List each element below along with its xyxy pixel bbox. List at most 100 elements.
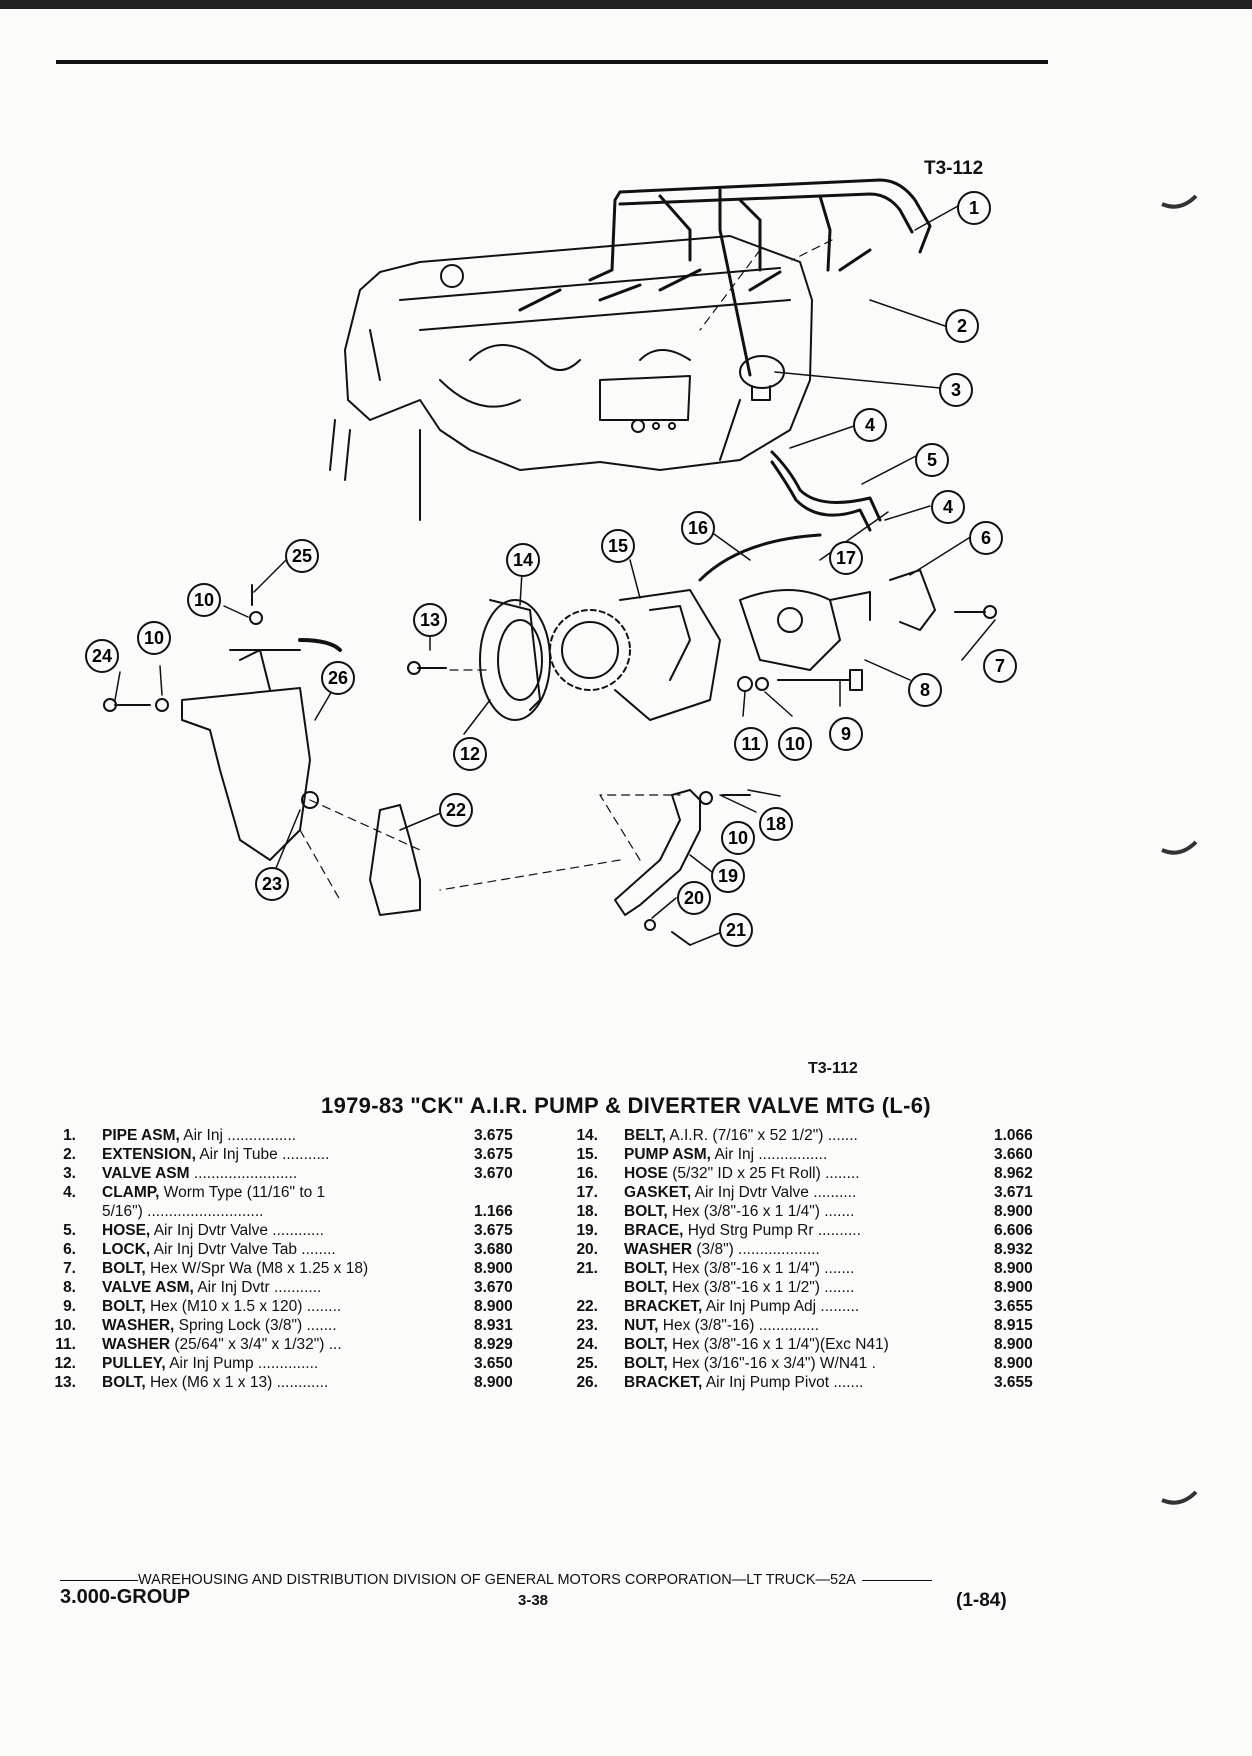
part-number: 5. bbox=[63, 1222, 76, 1239]
leader-dots: ....... bbox=[824, 1203, 855, 1220]
hose-small bbox=[698, 533, 822, 582]
part-name: BRACKET, bbox=[624, 1298, 703, 1315]
washers bbox=[155, 611, 769, 931]
callout-24: 24 bbox=[85, 639, 119, 673]
group-number: 8.900 bbox=[994, 1355, 1033, 1372]
svg-text:17: 17 bbox=[836, 548, 856, 568]
part-row: 24. BOLT, Hex (3/8"-16 x 1 1/4")(Exc N41)… bbox=[570, 1335, 1032, 1354]
leader-dots: ....... bbox=[824, 1260, 855, 1277]
part-description: NUT, Hex (3/8"-16) .............. bbox=[624, 1316, 986, 1335]
callout-7: 7 bbox=[983, 649, 1017, 683]
callout-16: 16 bbox=[681, 511, 715, 545]
svg-text:16: 16 bbox=[688, 518, 708, 538]
part-number: 18. bbox=[576, 1203, 598, 1220]
part-detail: (5/32" ID x 25 Ft Roll) bbox=[672, 1165, 821, 1182]
part-description: WASHER, Spring Lock (3/8") ....... bbox=[102, 1316, 476, 1335]
part-number: 24. bbox=[576, 1336, 598, 1353]
leader-dots: ........ bbox=[301, 1241, 336, 1258]
part-detail: Hex (3/8"-16 x 1 1/4")(Exc N41) bbox=[671, 1336, 889, 1353]
svg-text:5: 5 bbox=[927, 450, 937, 470]
leader-dots: .............. bbox=[758, 1317, 820, 1334]
part-number: 9. bbox=[63, 1298, 76, 1315]
part-row: 8.VALVE ASM, Air Inj Dvtr ...........3.6… bbox=[48, 1278, 548, 1297]
figure-code-top: T3-112 bbox=[924, 158, 984, 179]
leader-lines bbox=[114, 205, 996, 946]
group-number: 8.900 bbox=[474, 1374, 513, 1391]
part-row: 25.BOLT, Hex (3/16"-16 x 3/4") W/N41 .8.… bbox=[570, 1354, 1032, 1373]
svg-text:11: 11 bbox=[741, 734, 760, 754]
part-description: EXTENSION, Air Inj Tube ........... bbox=[102, 1145, 476, 1164]
group-number: 8.931 bbox=[474, 1317, 513, 1334]
part-detail: Hex (M10 x 1.5 x 120) bbox=[149, 1298, 303, 1315]
part-number: 3. bbox=[63, 1165, 76, 1182]
part-row: BOLT, Hex (3/8"-16 x 1 1/2") ....... 8.90… bbox=[570, 1278, 1033, 1297]
part-number: 23. bbox=[576, 1317, 598, 1334]
part-detail: Air Inj Pump Adj bbox=[705, 1298, 817, 1315]
part-name: BELT, bbox=[624, 1127, 666, 1144]
hydraulic-brace bbox=[614, 789, 701, 916]
part-number: 26. bbox=[576, 1374, 598, 1391]
part-row: 19.BRACE, Hyd Strg Pump Rr ..........6.6… bbox=[570, 1221, 1032, 1240]
svg-text:6: 6 bbox=[981, 528, 991, 548]
part-name: BOLT, bbox=[624, 1279, 668, 1296]
group-number: 3.660 bbox=[994, 1146, 1033, 1163]
hose bbox=[770, 450, 882, 532]
leader-dots: .............. bbox=[257, 1355, 319, 1372]
part-name: CLAMP, bbox=[102, 1184, 160, 1201]
group-number: 3.670 bbox=[474, 1279, 513, 1296]
exploded-parts-diagram: 1 2 3 4 5 4 6 7 8 9 10 11 12 13 14 15 16… bbox=[85, 178, 1017, 947]
part-row: 20.WASHER (3/8") ...................8.93… bbox=[570, 1240, 1032, 1259]
part-number: 16. bbox=[576, 1165, 598, 1182]
part-description: BRACKET, Air Inj Pump Adj ......... bbox=[624, 1297, 986, 1316]
part-number: 11. bbox=[55, 1336, 76, 1353]
group-number: 6.606 bbox=[994, 1222, 1033, 1239]
part-detail: A.I.R. (7/16" x 52 1/2") bbox=[669, 1127, 824, 1144]
callout-13: 13 bbox=[413, 603, 447, 637]
part-row: 22.BRACKET, Air Inj Pump Adj .........3.… bbox=[570, 1297, 1032, 1316]
group-number: 8.900 bbox=[994, 1279, 1033, 1296]
part-detail: Hex (3/16"-16 x 3/4") W/N41 bbox=[671, 1355, 868, 1372]
part-description: BOLT, Hex (M10 x 1.5 x 120) ........ bbox=[102, 1297, 476, 1316]
part-name: PULLEY, bbox=[102, 1355, 166, 1372]
part-description: HOSE (5/32" ID x 25 Ft Roll) ........ bbox=[624, 1164, 986, 1183]
svg-text:24: 24 bbox=[92, 646, 112, 666]
part-row: 26.BRACKET, Air Inj Pump Pivot .......3.… bbox=[570, 1373, 1032, 1392]
part-description: BOLT, Hex (3/8"-16 x 1 1/4")(Exc N41) bbox=[624, 1335, 986, 1354]
part-name: LOCK, bbox=[102, 1241, 151, 1258]
part-description: BOLT, Hex (3/16"-16 x 3/4") W/N41 . bbox=[624, 1354, 986, 1373]
parts-list-right: 14.BELT, A.I.R. (7/16" x 52 1/2") ......… bbox=[570, 1126, 1032, 1392]
leader-dots: ........... bbox=[282, 1146, 330, 1163]
pipe-assembly bbox=[518, 178, 932, 377]
part-detail: Air Inj Dvtr bbox=[197, 1279, 270, 1296]
part-description: WASHER (3/8") ................... bbox=[624, 1240, 986, 1259]
callout-19: 19 bbox=[711, 859, 745, 893]
part-detail: Air Inj bbox=[714, 1146, 755, 1163]
leader-dots: ............ bbox=[276, 1374, 329, 1391]
part-detail: Air Inj Pump bbox=[169, 1355, 254, 1372]
leader-dots: ................ bbox=[227, 1127, 297, 1144]
group-number: 8.900 bbox=[994, 1260, 1033, 1277]
svg-text:8: 8 bbox=[920, 680, 930, 700]
group-number: 3.671 bbox=[994, 1184, 1033, 1201]
top-rule bbox=[56, 60, 1048, 64]
svg-text:4: 4 bbox=[943, 497, 953, 517]
part-number: 20. bbox=[576, 1241, 598, 1258]
part-description: VALVE ASM, Air Inj Dvtr ........... bbox=[102, 1278, 476, 1297]
part-number: 19. bbox=[576, 1222, 598, 1239]
part-row: 2.EXTENSION, Air Inj Tube ...........3.6… bbox=[48, 1145, 548, 1164]
part-row: 13.BOLT, Hex (M6 x 1 x 13) ............8… bbox=[48, 1373, 548, 1392]
part-description: BOLT, Hex (3/8"-16 x 1 1/2") ....... bbox=[624, 1278, 986, 1297]
leader-dots: ....... bbox=[824, 1279, 855, 1296]
part-name: BRACKET, bbox=[624, 1374, 703, 1391]
valve-assembly bbox=[719, 355, 785, 461]
part-description: LOCK, Air Inj Dvtr Valve Tab ........ bbox=[102, 1240, 476, 1259]
part-number: 2. bbox=[63, 1146, 76, 1163]
part-description: CLAMP, Worm Type (11/16" to 1 bbox=[102, 1183, 476, 1202]
part-number: 15. bbox=[576, 1146, 598, 1163]
svg-text:25: 25 bbox=[292, 546, 312, 566]
part-description: BELT, A.I.R. (7/16" x 52 1/2") ....... bbox=[624, 1126, 986, 1145]
callout-25: 25 bbox=[285, 539, 319, 573]
part-name: PUMP ASM, bbox=[624, 1146, 711, 1163]
part-name: EXTENSION, bbox=[102, 1146, 196, 1163]
group-number: 8.900 bbox=[994, 1336, 1033, 1353]
